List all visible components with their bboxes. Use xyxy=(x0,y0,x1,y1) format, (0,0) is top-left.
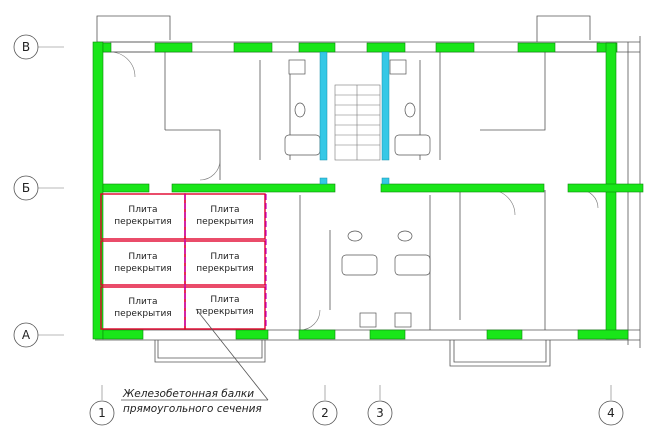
slab-label-6a: Плита xyxy=(210,295,239,305)
slab-label-3b: перекрытия xyxy=(114,264,171,274)
axis-label-row-b: Б xyxy=(22,181,30,195)
slab-label-5b: перекрытия xyxy=(114,309,171,319)
axis-label-col-1: 1 xyxy=(98,406,106,420)
reinforced-concrete-beams xyxy=(184,194,267,329)
bathroom-fixtures xyxy=(284,59,431,328)
axis-label-row-a: А xyxy=(22,328,31,342)
slab-label-3a: Плита xyxy=(128,252,157,262)
annotation-line-1: Железобетонная балки xyxy=(122,388,254,400)
slab-labels: Плита перекрытия Плита перекрытия Плита … xyxy=(114,205,253,319)
axis-bubble-col-4 xyxy=(598,400,624,426)
axis-bubble-row-v xyxy=(13,34,39,60)
slab-label-4a: Плита xyxy=(210,252,239,262)
annotation-line-2: прямоугольного сечения xyxy=(123,403,262,415)
axis-bubble-col-3 xyxy=(367,400,393,426)
leader-line xyxy=(195,308,269,401)
slab-label-4b: перекрытия xyxy=(196,264,253,274)
slab-label-2a: Плита xyxy=(210,205,239,215)
slab-label-2b: перекрытия xyxy=(196,217,253,227)
slab-label-1a: Плита xyxy=(128,205,157,215)
axis-bubble-col-1 xyxy=(89,400,115,426)
axis-label-col-2: 2 xyxy=(321,406,329,420)
axis-label-col-4: 4 xyxy=(607,406,615,420)
axis-bubble-row-b xyxy=(13,175,39,201)
axis-label-row-v: В xyxy=(22,40,30,54)
slab-label-6b: перекрытия xyxy=(196,307,253,317)
beam-annotation: Железобетонная балки прямоугольного сече… xyxy=(121,308,269,415)
axis-bubble-row-a xyxy=(13,322,39,348)
load-bearing-walls xyxy=(92,41,644,340)
grid-axes: В Б А 1 2 3 4 xyxy=(13,34,624,426)
axis-bubble-col-2 xyxy=(312,400,338,426)
axis-label-col-3: 3 xyxy=(376,406,384,420)
stair-beams xyxy=(319,51,390,185)
slab-label-1b: перекрытия xyxy=(114,217,171,227)
slab-label-5a: Плита xyxy=(128,297,157,307)
